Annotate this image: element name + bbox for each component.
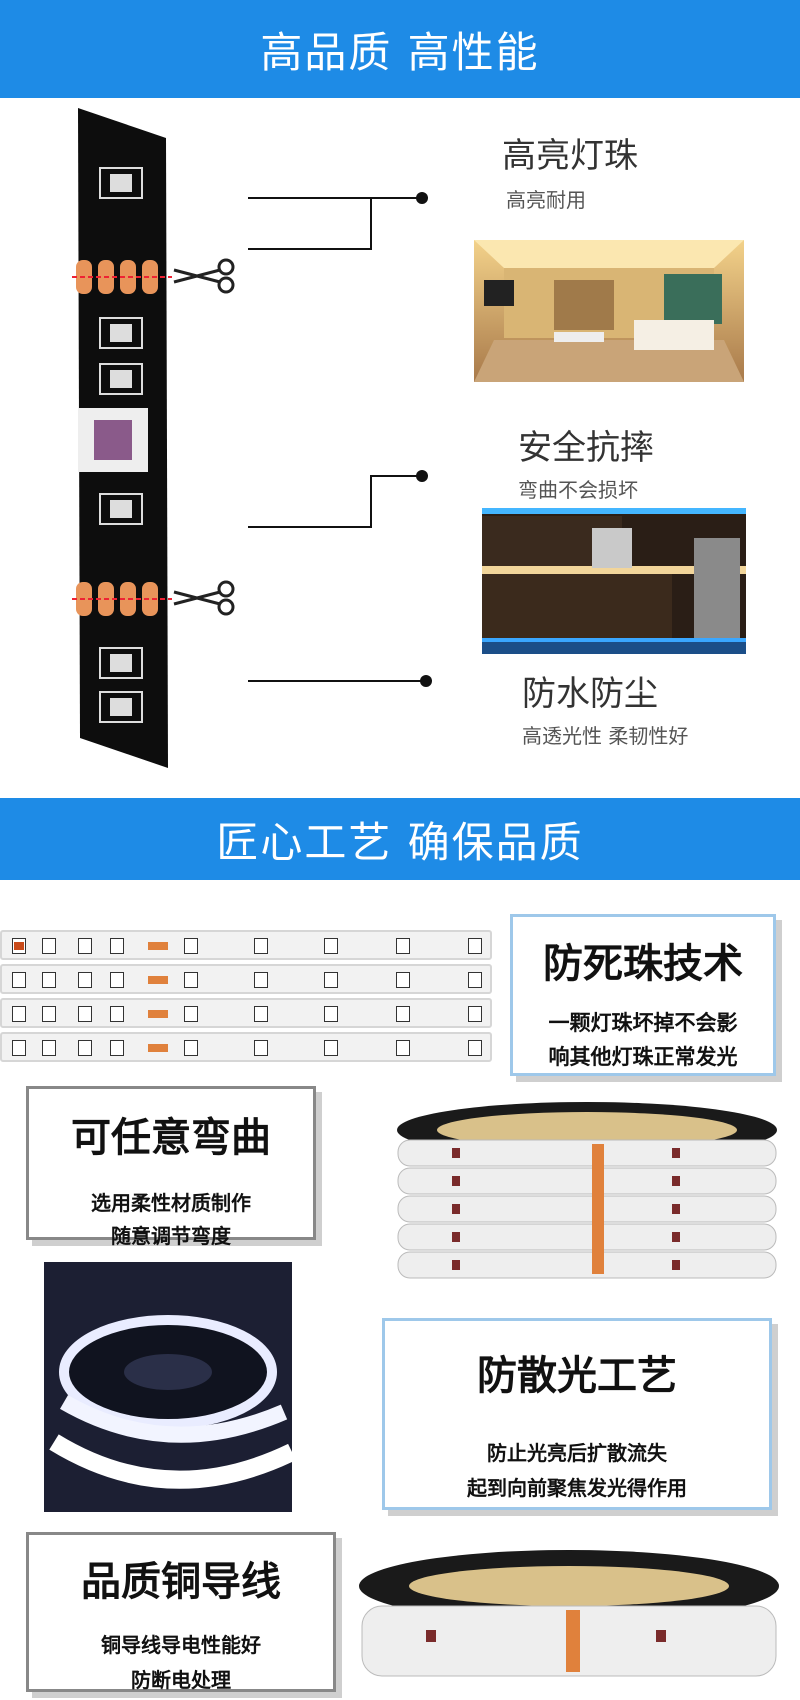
banner-title: 匠心工艺 确保品质 xyxy=(216,817,584,867)
pcb-graphic xyxy=(72,108,172,768)
connector-line xyxy=(370,197,420,250)
led-strip-row xyxy=(0,998,492,1028)
banner-title: 高品质 高性能 xyxy=(260,27,540,77)
callout-title: 防散光工艺 xyxy=(477,1353,677,1399)
glowing-reel-photo xyxy=(44,1262,292,1512)
connector-line xyxy=(248,475,372,528)
kitchen-photo xyxy=(482,508,746,654)
led-strip-pcb xyxy=(72,108,172,768)
scissors-icon xyxy=(170,258,242,294)
feature-subtitle: 高透光性 柔韧性好 xyxy=(522,724,689,748)
callout-line: 防止光亮后扩散流失 xyxy=(487,1441,667,1465)
callout-line: 响其他灯珠正常发光 xyxy=(548,1045,738,1069)
feature-title: 高亮灯珠 xyxy=(502,136,638,176)
callout-line: 选用柔性材质制作 xyxy=(91,1191,251,1215)
callout-copper-wire: 品质铜导线 铜导线导电性能好 防断电处理 xyxy=(26,1532,336,1692)
callout-anti-scatter: 防散光工艺 防止光亮后扩散流失 起到向前聚焦发光得作用 xyxy=(382,1318,772,1510)
led-strip-row xyxy=(0,1032,492,1062)
callout-bendable: 可任意弯曲 选用柔性材质制作 随意调节弯度 xyxy=(26,1086,316,1248)
connector-line xyxy=(248,197,372,250)
callout-line: 一颗灯珠坏掉不会影 xyxy=(548,1011,738,1035)
connector-dot xyxy=(416,470,428,482)
banner-section1: 高品质 高性能 xyxy=(0,0,800,98)
scissors-icon xyxy=(170,580,242,616)
connector-line xyxy=(370,475,420,528)
bedroom-photo xyxy=(474,240,744,382)
feature-title: 安全抗摔 xyxy=(518,428,654,468)
led-reel-stacked xyxy=(392,1100,782,1300)
callout-title: 防死珠技术 xyxy=(543,941,743,987)
callout-anti-dead-bead: 防死珠技术 一颗灯珠坏掉不会影 响其他灯珠正常发光 xyxy=(510,914,776,1076)
feature-title: 防水防尘 xyxy=(522,674,658,714)
connector-dot xyxy=(416,192,428,204)
callout-title: 可任意弯曲 xyxy=(71,1115,271,1161)
led-reel-bottom xyxy=(356,1546,782,1696)
callout-line: 起到向前聚焦发光得作用 xyxy=(467,1476,687,1500)
callout-line: 随意调节弯度 xyxy=(111,1224,231,1248)
led-strip-row xyxy=(0,930,492,960)
connector-dot xyxy=(420,675,432,687)
callout-title: 品质铜导线 xyxy=(81,1559,281,1605)
connector-line xyxy=(248,197,370,250)
banner-section2: 匠心工艺 确保品质 xyxy=(0,798,800,880)
callout-line: 铜导线导电性能好 xyxy=(101,1633,261,1657)
feature-subtitle: 弯曲不会损坏 xyxy=(518,478,638,502)
callout-line: 防断电处理 xyxy=(131,1668,231,1692)
connector-line xyxy=(248,680,424,682)
feature-subtitle: 高亮耐用 xyxy=(506,188,586,212)
led-strip-row xyxy=(0,964,492,994)
